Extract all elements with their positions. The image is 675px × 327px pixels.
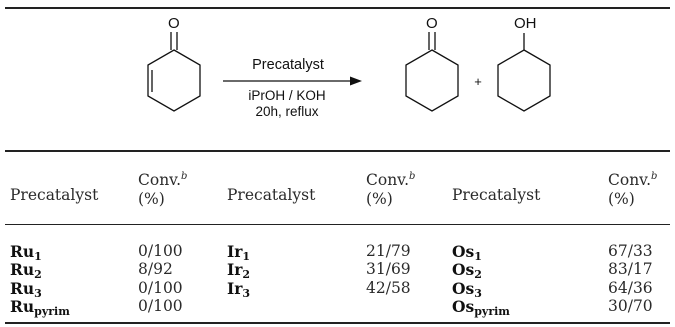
header-conversion: Conv.b(%): [138, 167, 187, 209]
precatalyst-name: Ir1: [227, 242, 250, 266]
conversion-value: 0/100: [138, 297, 183, 315]
precatalyst-subscript: pyrim: [474, 305, 510, 318]
header-conversion-label: Conv.b: [608, 167, 657, 190]
header-conversion-text: Conv.: [138, 171, 182, 190]
precatalyst-element: Ir: [227, 242, 243, 261]
precatalyst-name: Ir3: [227, 279, 250, 303]
precatalyst-subscript: pyrim: [34, 305, 70, 318]
conversion-value: 21/79: [366, 242, 411, 260]
header-precatalyst: Precatalyst: [227, 186, 316, 204]
header-conversion: Conv.b(%): [366, 167, 415, 209]
conversion-value: 42/58: [366, 279, 411, 297]
plus-sign: +: [474, 74, 482, 89]
header-conversion-unit: (%): [138, 190, 165, 209]
header-precatalyst: Precatalyst: [452, 186, 541, 204]
precatalyst-element: Ru: [10, 279, 35, 298]
reagent-precatalyst: Precatalyst: [252, 57, 324, 73]
product-cyclohexanol: [497, 33, 551, 112]
reagent-solvent-base-text: iPrOH / KOH: [248, 88, 325, 103]
reaction-scheme: O O OH Precatalyst iPrOH / KOH 20h, refl…: [147, 15, 551, 119]
precatalyst-element: Os: [452, 279, 475, 298]
precatalyst-element: Ru: [10, 260, 35, 279]
header-conversion-unit: (%): [366, 190, 393, 209]
header-footnote-mark: b: [651, 171, 658, 182]
scheme-bottom-rule: [5, 150, 670, 152]
precatalyst-element: Ru: [10, 242, 35, 261]
conversion-value: 0/100: [138, 242, 183, 260]
header-conversion-unit: (%): [608, 190, 635, 209]
precatalyst-name: Ir2: [227, 260, 250, 284]
precatalyst-name: Rupyrim: [10, 297, 70, 321]
precatalyst-subscript: 2: [242, 268, 251, 281]
conversion-value: 8/92: [138, 260, 173, 278]
header-rule: [5, 224, 670, 225]
precatalyst-name: Os3: [452, 279, 482, 303]
product-cyclohexanone: [405, 32, 459, 112]
precatalyst-subscript: 1: [34, 250, 42, 263]
precatalyst-element: Ir: [227, 260, 243, 279]
precatalyst-name: Os1: [452, 242, 482, 266]
precatalyst-name: Ru3: [10, 279, 42, 303]
conversion-value: 64/36: [608, 279, 653, 297]
atom-o-reactant: O: [168, 15, 180, 32]
precatalyst-subscript: 2: [34, 268, 42, 281]
conversion-value: 67/33: [608, 242, 653, 260]
precatalyst-name: Os2: [452, 260, 482, 284]
reagent-conditions: 20h, reflux: [255, 104, 318, 119]
header-precatalyst: Precatalyst: [10, 186, 99, 204]
atom-oh-product2: OH: [514, 15, 537, 32]
precatalyst-element: Ir: [227, 279, 243, 298]
precatalyst-subscript: 2: [474, 268, 482, 281]
header-conversion: Conv.b(%): [608, 167, 657, 209]
precatalyst-name: Ospyrim: [452, 297, 510, 321]
bottom-rule: [5, 322, 670, 324]
precatalyst-name: Ru1: [10, 242, 42, 266]
conversion-value: 0/100: [138, 279, 183, 297]
precatalyst-name: Ru2: [10, 260, 42, 284]
header-footnote-mark: b: [409, 171, 416, 182]
conversion-value: 30/70: [608, 297, 653, 315]
precatalyst-subscript: 1: [242, 250, 251, 263]
precatalyst-element: Os: [452, 260, 475, 279]
header-conversion-label: Conv.b: [138, 167, 187, 190]
header-conversion-text: Conv.: [366, 171, 410, 190]
header-conversion-text: Conv.: [608, 171, 652, 190]
reagent-solvent-base: iPrOH / KOH: [248, 88, 325, 103]
top-rule: [5, 7, 670, 9]
conversion-value: 31/69: [366, 260, 411, 278]
precatalyst-subscript: 3: [474, 287, 482, 300]
header-conversion-label: Conv.b: [366, 167, 415, 190]
header-footnote-mark: b: [181, 171, 188, 182]
precatalyst-element: Os: [452, 297, 475, 316]
precatalyst-element: Os: [452, 242, 475, 261]
precatalyst-element: Ru: [10, 297, 35, 316]
precatalyst-subscript: 3: [34, 287, 42, 300]
conversion-value: 83/17: [608, 260, 653, 278]
atom-o-product1: O: [426, 15, 438, 32]
reactant-cyclohexenone: [147, 32, 201, 112]
precatalyst-subscript: 3: [242, 287, 251, 300]
precatalyst-subscript: 1: [474, 250, 482, 263]
